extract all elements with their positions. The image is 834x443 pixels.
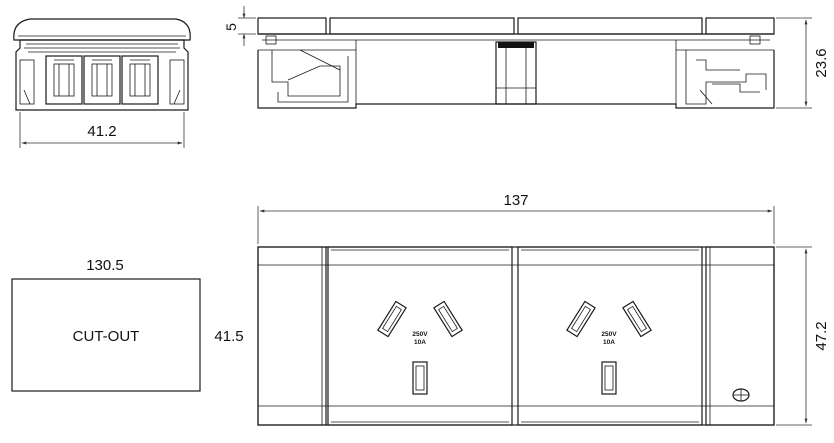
rating-voltage-left: 250V [412,331,428,338]
rating-voltage-right: 250V [601,331,617,338]
front-width-dimension: 41.2 [87,123,116,140]
cutout-rectangle [11,278,201,392]
socket-plate-left [327,246,513,426]
socket-plate-right [517,246,703,426]
rating-current-left: 10A [414,339,426,346]
cutout-label: CUT-OUT [73,328,140,345]
side-view: 5 23.6 [223,6,830,109]
overall-height-dimension: 47.2 [813,321,830,350]
cutout-view: 130.5 CUT-OUT 41.5 [11,257,244,392]
outlet-right: 250V 10A [566,300,652,395]
front-terminal-blocks [45,55,159,105]
overall-length-dimension: 137 [503,192,528,209]
end-cap-left [257,246,327,426]
earth-symbol-icon [732,388,750,402]
cutout-width-dimension: 130.5 [86,257,124,274]
end-cap-right [705,246,775,426]
plan-view: 137 250V 10A [257,192,830,426]
front-view: 41.2 [13,18,191,148]
rating-current-right: 10A [603,339,615,346]
lip-dimension: 5 [223,23,239,31]
cutout-height-dimension: 41.5 [214,328,243,345]
side-height-dimension: 23.6 [813,48,830,77]
outlet-left: 250V 10A [377,300,463,395]
